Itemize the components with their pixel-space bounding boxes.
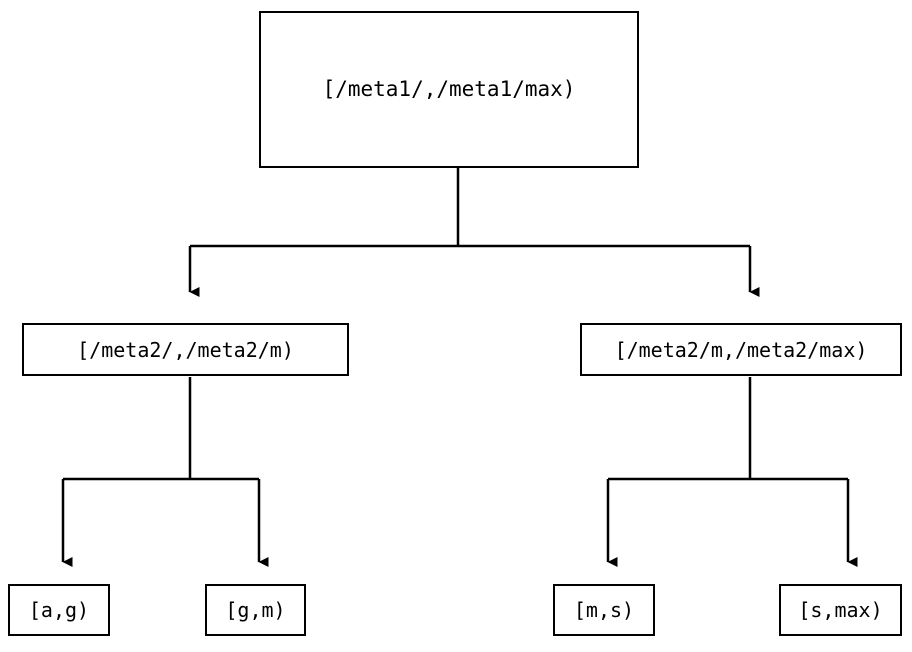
tree-node-leaf-smax-label: [s,max): [798, 598, 883, 622]
tree-node-leaf-ms-label: [m,s): [573, 598, 635, 622]
tree-node-mid-right-label: [/meta2/m,/meta2/max): [614, 337, 868, 362]
tree-node-root-label: [/meta1/,/meta1/max): [322, 77, 576, 101]
tree-node-leaf-ag-label: [a,g): [28, 598, 90, 622]
tree-node-leaf-gm[interactable]: [g,m): [205, 584, 306, 636]
tree-node-leaf-ms[interactable]: [m,s): [553, 584, 655, 636]
tree-node-mid-left[interactable]: [/meta2/,/meta2/m): [22, 323, 349, 376]
tree-node-leaf-gm-label: [g,m): [225, 598, 286, 622]
tree-node-leaf-smax[interactable]: [s,max): [779, 584, 902, 636]
tree-node-mid-left-label: [/meta2/,/meta2/m): [77, 337, 294, 362]
tree-node-root[interactable]: [/meta1/,/meta1/max): [259, 11, 639, 168]
tree-node-leaf-ag[interactable]: [a,g): [8, 584, 110, 636]
tree-node-mid-right[interactable]: [/meta2/m,/meta2/max): [580, 323, 902, 376]
